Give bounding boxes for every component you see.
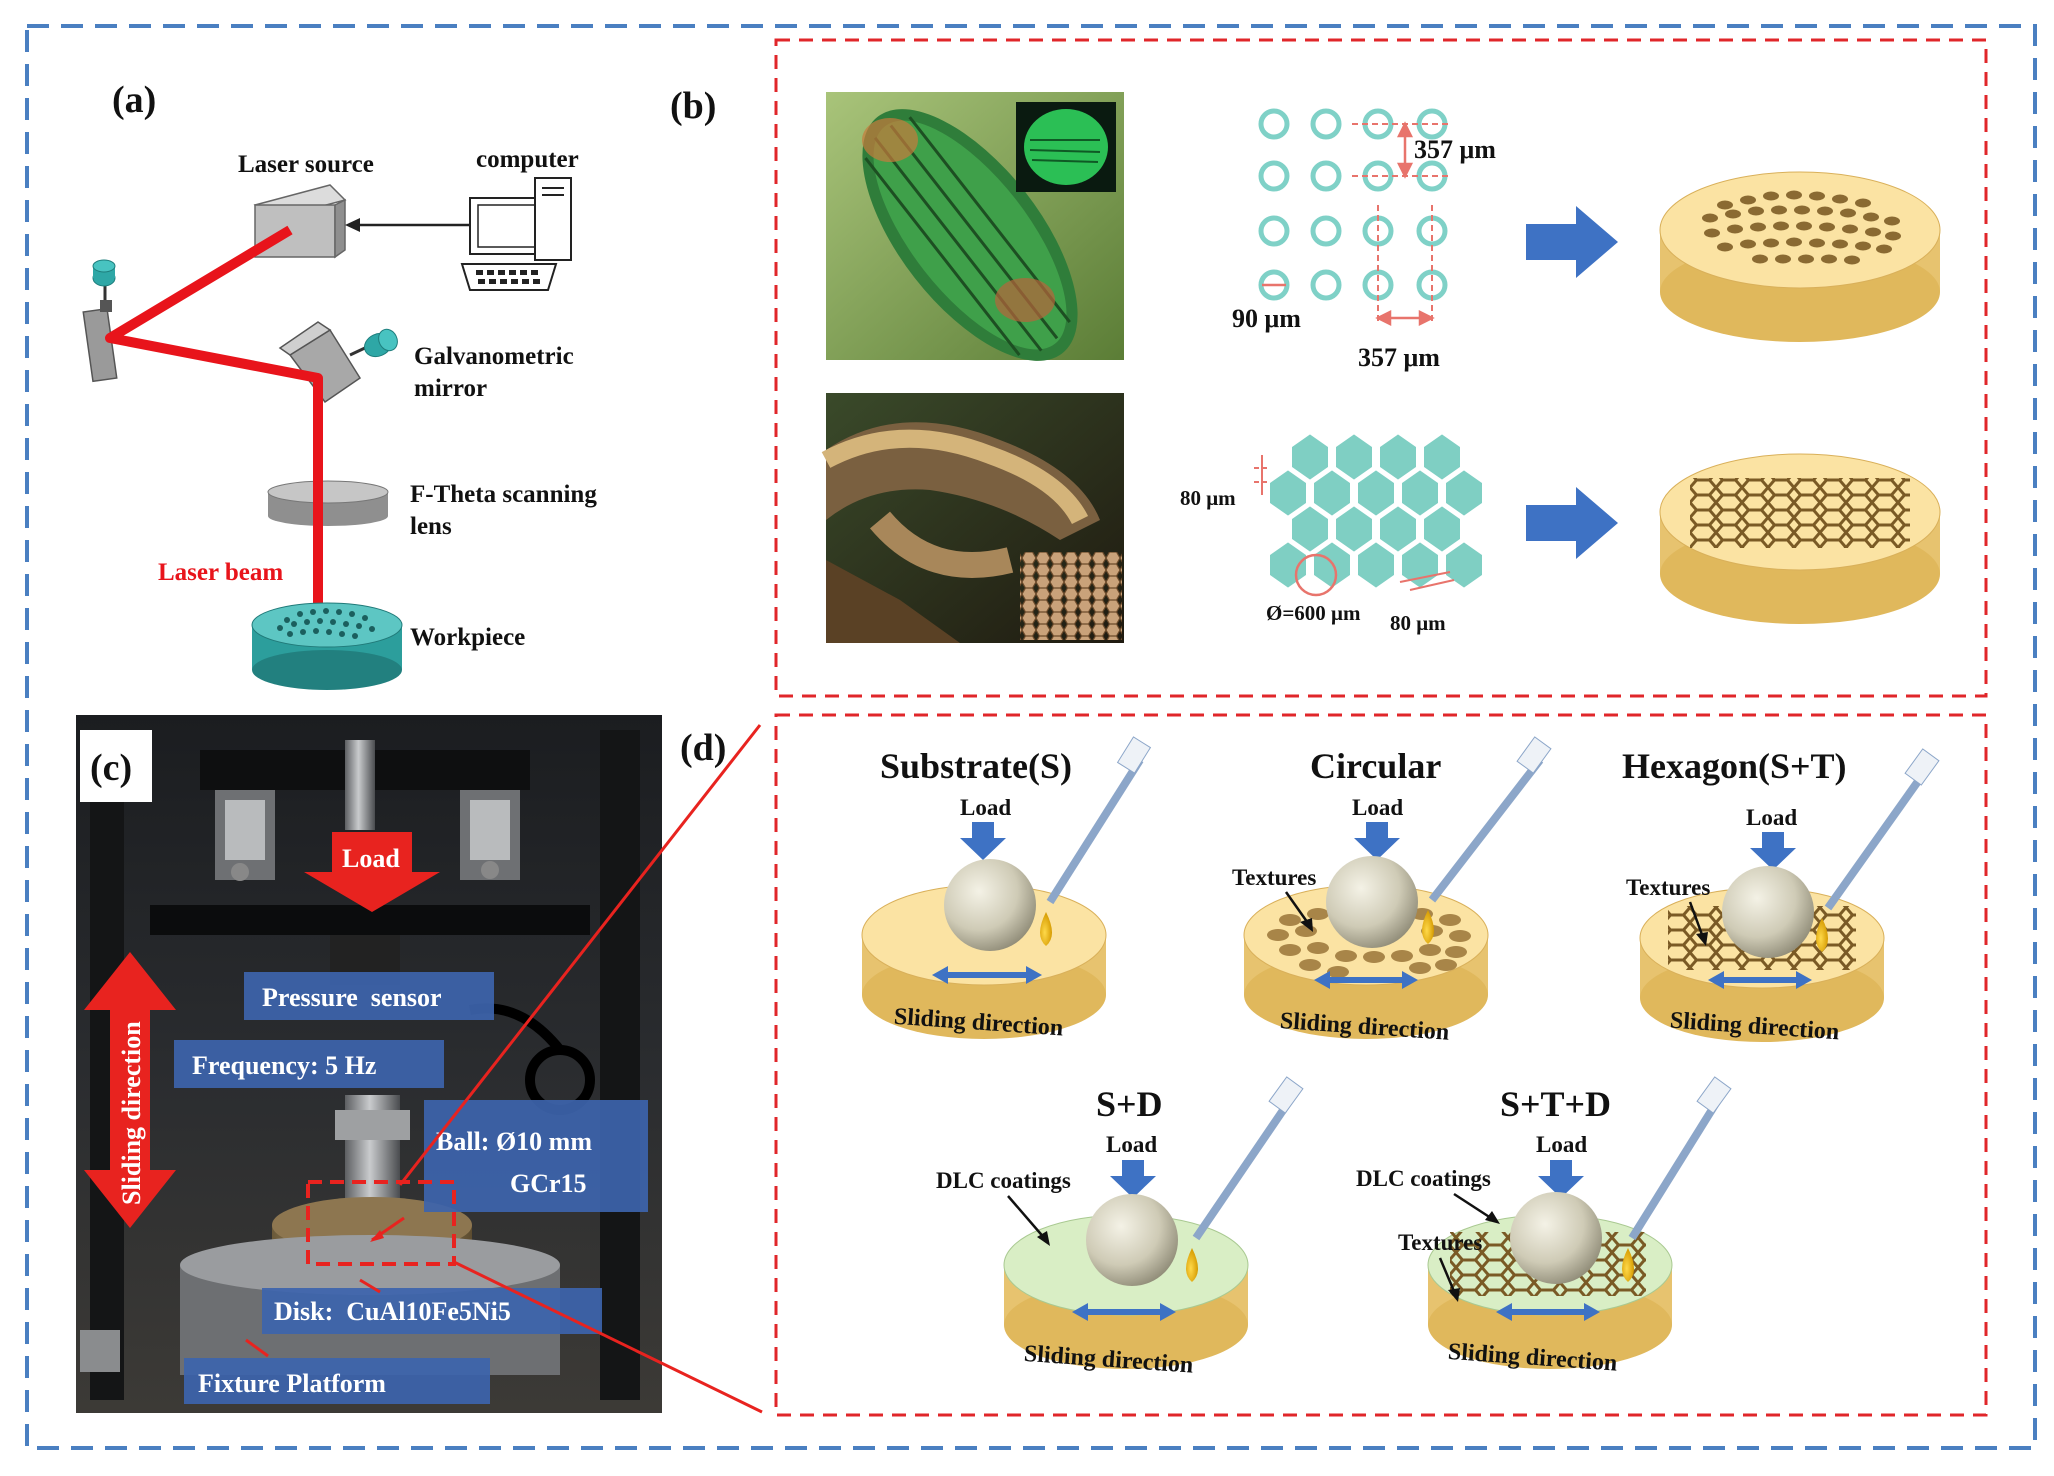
workpiece-label: Workpiece (410, 624, 525, 651)
textures-label-std: Textures (1398, 1230, 1482, 1255)
mirror-1 (82, 259, 118, 383)
arrow-right-top (1526, 206, 1618, 278)
dlc-label-sd: DLC coatings (936, 1168, 1071, 1193)
outer-border (25, 24, 2037, 1450)
title-hexagon: Hexagon(S+T) (1622, 746, 1847, 786)
panel-d-border (774, 713, 1988, 1417)
ball-label-2: GCr15 (510, 1169, 587, 1198)
snake-photo (821, 393, 1124, 643)
sliding-direction-c: Sliding direction (117, 1021, 146, 1205)
dim-spacing-h: 357 μm (1358, 343, 1440, 372)
title-sd: S+D (1096, 1084, 1163, 1124)
f-theta-lens (267, 480, 389, 526)
panel-a: (a) Laser source computer (82, 79, 597, 690)
sliding-arrow-red (84, 952, 176, 1228)
disk-dimpled (1659, 171, 1941, 342)
panel-c-label: (c) (90, 747, 132, 789)
panel-b-border (774, 38, 1988, 698)
case-std: S+T+D Load DLC coatings Textures Sliding… (1356, 1076, 1732, 1377)
load-label-s: Load (960, 795, 1011, 820)
dim-hex-circle: Ø=600 μm (1266, 601, 1361, 625)
dim-diameter: 90 μm (1232, 304, 1301, 333)
zoom-connector-top (398, 724, 762, 1186)
case-sd: S+D Load DLC coatings Sliding direction (936, 1076, 1304, 1379)
galvo-mirror (278, 321, 398, 404)
galvo-label-2: mirror (414, 375, 487, 402)
load-label-c2: Load (1352, 795, 1403, 820)
frequency-label: Frequency: 5 Hz (192, 1051, 376, 1080)
galvo-label-1: Galvanometric (414, 343, 574, 370)
contact-zoom-box (306, 1180, 456, 1266)
dim-hex-size: 80 μm (1180, 486, 1236, 510)
dlc-label-std: DLC coatings (1356, 1166, 1491, 1191)
disk-honeycomb (1659, 453, 1941, 624)
lens-label-1: F-Theta scanning (410, 481, 597, 508)
panel-c: (c) Load Sliding direction Pressure sens… (76, 715, 763, 1414)
circle-dimension-lines (1352, 123, 1450, 325)
dim-hex-wall: 80 μm (1390, 611, 1446, 635)
dim-spacing-v: 357 μm (1414, 135, 1496, 164)
title-circular: Circular (1310, 746, 1441, 786)
panel-b: (b) (670, 85, 1941, 643)
case-substrate: Substrate(S) Load Sliding direction (861, 736, 1152, 1042)
case-hexagon: Hexagon(S+T) Load Textures Sliding direc… (1622, 746, 1940, 1045)
title-std: S+T+D (1500, 1084, 1611, 1124)
textures-label-h: Textures (1626, 875, 1710, 900)
arrow-right-bottom (1526, 487, 1618, 559)
lens-label-2: lens (410, 513, 452, 540)
laser-beam-label: Laser beam (158, 559, 283, 586)
load-label-std: Load (1536, 1132, 1587, 1157)
disk-label: Disk: CuAl10Fe5Ni5 (274, 1297, 511, 1326)
laser-source-label: Laser source (238, 151, 374, 178)
load-arrow-red (304, 832, 440, 912)
panel-b-label: (b) (670, 85, 716, 127)
ball-label-1: Ball: Ø10 mm (436, 1127, 592, 1156)
title-substrate: Substrate(S) (880, 746, 1072, 786)
fixture-label: Fixture Platform (198, 1369, 386, 1398)
zoom-connector-bottom (453, 1260, 763, 1414)
textures-label-c: Textures (1232, 865, 1316, 890)
pressure-sensor-label: Pressure sensor (262, 983, 442, 1012)
computer-label: computer (476, 146, 579, 173)
panel-d-label: (d) (680, 727, 726, 769)
laser-beam-path (105, 225, 323, 612)
load-label-sd: Load (1106, 1132, 1157, 1157)
hex-array (1266, 429, 1486, 593)
workpiece (251, 602, 403, 690)
load-label-h: Load (1746, 805, 1797, 830)
beetle-photo (826, 92, 1124, 361)
panel-a-label: (a) (112, 79, 156, 121)
panel-d: (d) Substrate(S) Load Sliding direction … (680, 727, 1940, 1379)
case-circular: Circular Load Textures Sliding direction (1232, 736, 1552, 1046)
computer-icon (460, 177, 572, 291)
load-label-c: Load (342, 844, 400, 873)
